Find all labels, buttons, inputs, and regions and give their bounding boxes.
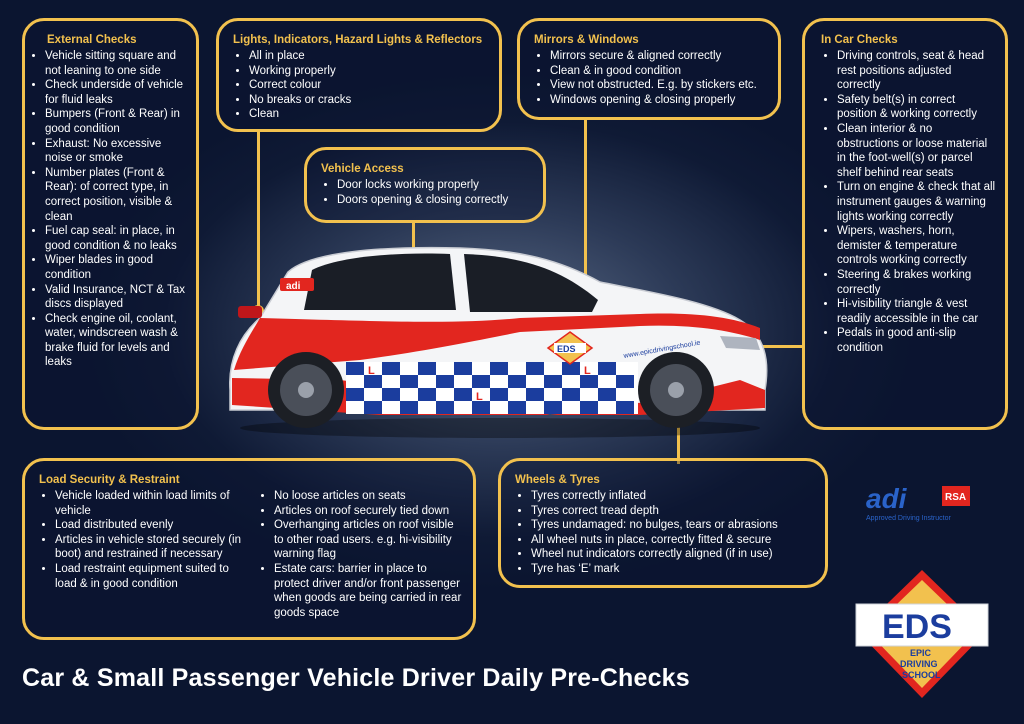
list-item: Pedals in good anti-slip condition (837, 326, 997, 355)
wheels-tyres-panel: Wheels & Tyres Tyres correctly inflated … (498, 458, 828, 588)
eds-logo: EDS EPIC DRIVING SCHOOL (855, 570, 989, 698)
list-item: Articles on roof securely tied down (274, 504, 465, 519)
list-item: Check engine oil, coolant, water, windsc… (45, 312, 188, 370)
list-item: View not obstructed. E.g. by stickers et… (550, 78, 772, 93)
list-item: Load distributed evenly (55, 518, 248, 533)
list-item: Tyres undamaged: no bulges, tears or abr… (531, 518, 819, 533)
mirrors-title: Mirrors & Windows (534, 34, 639, 46)
list-item: Load restraint equipment suited to load … (55, 562, 248, 591)
list-item: Correct colour (249, 78, 491, 93)
car-l-plate-2: L (476, 391, 483, 403)
list-item: Tyres correct tread depth (531, 504, 819, 519)
list-item: No breaks or cracks (249, 93, 491, 108)
in-car-checks-title: In Car Checks (821, 34, 898, 46)
car-roof-badge: adi (286, 281, 301, 292)
list-item: Estate cars: barrier in place to protect… (274, 562, 465, 620)
car-l-plate-3: L (584, 365, 591, 377)
svg-text:RSA: RSA (945, 492, 966, 503)
adi-logo: adi RSA Approved Driving Instructor (866, 484, 970, 522)
car-l-plate-1: L (368, 365, 375, 377)
svg-text:EPIC: EPIC (910, 648, 932, 658)
list-item: Windows opening & closing properly (550, 93, 772, 108)
list-item: Exhaust: No excessive noise or smoke (45, 137, 188, 166)
svg-text:SCHOOL: SCHOOL (902, 670, 941, 680)
connector-incar (750, 345, 802, 348)
list-item: Valid Insurance, NCT & Tax discs display… (45, 283, 188, 312)
list-item: Wheel nut indicators correctly aligned (… (531, 547, 819, 562)
svg-text:DRIVING: DRIVING (900, 659, 938, 669)
lights-title: Lights, Indicators, Hazard Lights & Refl… (233, 34, 483, 46)
list-item: Bumpers (Front & Rear) in good condition (45, 107, 188, 136)
list-item: Clean & in good condition (550, 64, 772, 79)
list-item: Vehicle sitting square and not leaning t… (45, 49, 188, 78)
list-item: Wiper blades in good condition (45, 253, 188, 282)
list-item: All in place (249, 49, 491, 64)
svg-text:EDS: EDS (557, 344, 576, 354)
list-item: Driving controls, seat & head rest posit… (837, 49, 997, 93)
car-door-logo: EDS (546, 331, 594, 365)
list-item: Clean interior & no obstructions or loos… (837, 122, 997, 180)
list-item: No loose articles on seats (274, 489, 465, 504)
list-item: Turn on engine & check that all instrume… (837, 180, 997, 224)
list-item: Mirrors secure & aligned correctly (550, 49, 772, 64)
list-item: Doors opening & closing correctly (337, 193, 537, 208)
vehicle-access-panel: Vehicle Access Door locks working proper… (304, 147, 546, 223)
list-item: Vehicle loaded within load limits of veh… (55, 489, 248, 518)
car-illustration: L L L adi EDS www.epicdrivingschool.ie (229, 246, 768, 438)
list-item: Door locks working properly (337, 178, 537, 193)
svg-text:Approved Driving Instructor: Approved Driving Instructor (866, 515, 951, 522)
list-item: Clean (249, 107, 491, 122)
svg-text:adi: adi (866, 484, 908, 514)
list-item: Overhanging articles on roof visible to … (274, 518, 465, 562)
checkered-stripe (346, 362, 638, 414)
list-item: Wipers, washers, horn, demister & temper… (837, 224, 997, 268)
list-item: Tyre has ‘E’ mark (531, 562, 819, 577)
external-checks-title: External Checks (47, 34, 137, 46)
list-item: All wheel nuts in place, correctly fitte… (531, 533, 819, 548)
list-item: Fuel cap seal: in place, in good conditi… (45, 224, 188, 253)
connector-wheels (677, 420, 680, 464)
connector-mirrors (584, 119, 587, 295)
list-item: Hi-visibility triangle & vest readily ac… (837, 297, 997, 326)
list-item: Steering & brakes working correctly (837, 268, 997, 297)
list-item: Check underside of vehicle for fluid lea… (45, 78, 188, 107)
lights-panel: Lights, Indicators, Hazard Lights & Refl… (216, 18, 502, 132)
list-item: Articles in vehicle stored securely (in … (55, 533, 248, 562)
list-item: Tyres correctly inflated (531, 489, 819, 504)
mirrors-panel: Mirrors & Windows Mirrors secure & align… (517, 18, 781, 120)
list-item: Number plates (Front & Rear): of correct… (45, 166, 188, 224)
in-car-checks-panel: In Car Checks Driving controls, seat & h… (802, 18, 1008, 430)
list-item: Working properly (249, 64, 491, 79)
external-checks-panel: External Checks Vehicle sitting square a… (22, 18, 199, 430)
vehicle-access-title: Vehicle Access (321, 163, 404, 175)
connector-lights (257, 130, 260, 310)
load-security-title: Load Security & Restraint (39, 474, 180, 486)
svg-text:EDS: EDS (882, 608, 952, 646)
page-title: Car & Small Passenger Vehicle Driver Dai… (22, 664, 690, 692)
list-item: Safety belt(s) in correct position & wor… (837, 93, 997, 122)
load-security-panel: Load Security & Restraint Vehicle loaded… (22, 458, 476, 640)
wheels-tyres-title: Wheels & Tyres (515, 474, 600, 486)
